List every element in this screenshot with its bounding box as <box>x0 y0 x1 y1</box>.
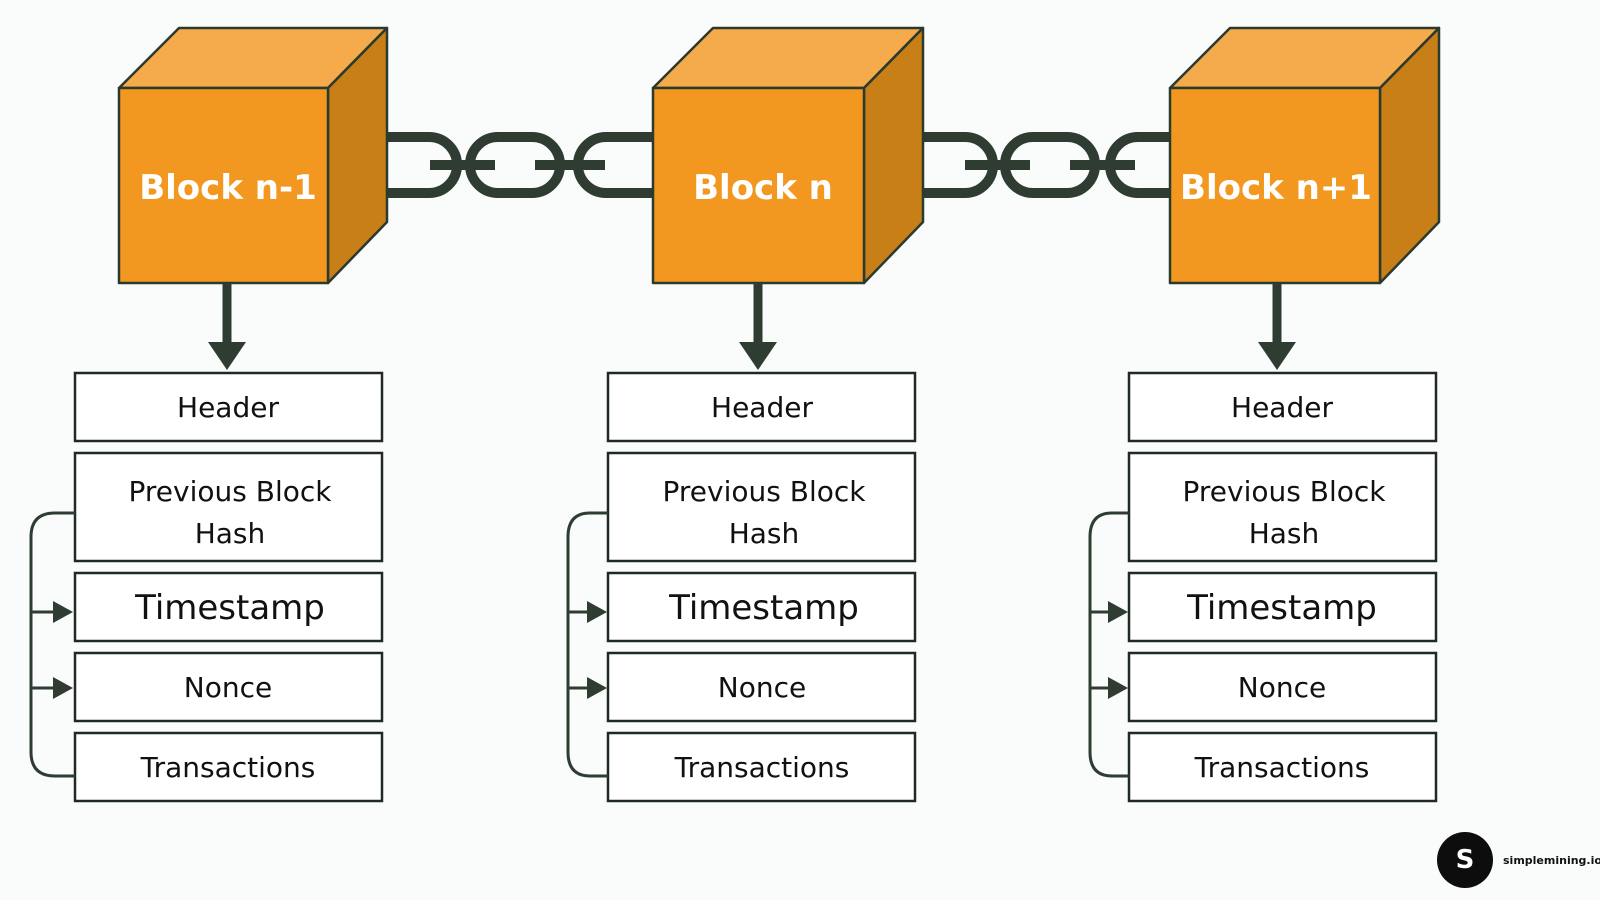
bracket-arrow <box>53 601 73 623</box>
bracket-arrow <box>1108 601 1128 623</box>
timestamp-label: Timestamp <box>134 588 325 628</box>
cube-front-face <box>651 86 866 285</box>
down-arrow <box>208 283 246 370</box>
transactions-label: Transactions <box>674 751 850 784</box>
timestamp-box <box>1127 571 1438 643</box>
previous-hash-box <box>606 451 917 563</box>
nonce-box <box>1127 651 1438 723</box>
cube-front-face <box>117 86 330 285</box>
transactions-box <box>606 731 917 803</box>
nonce-box <box>73 651 384 723</box>
header-box <box>73 371 384 443</box>
bracket-arrow <box>587 677 607 699</box>
timestamp-label: Timestamp <box>1186 588 1377 628</box>
bracket-arrow <box>587 601 607 623</box>
header-box <box>1127 371 1438 443</box>
block-label: Block n <box>693 168 833 208</box>
block-cube-n-plus-1 <box>1168 26 1441 285</box>
down-arrow <box>739 283 777 370</box>
logo-badge: S <box>1437 832 1493 888</box>
block-fields-n-minus-1 <box>73 371 384 803</box>
header-label: Header <box>711 391 813 424</box>
nonce-label: Nonce <box>184 671 272 704</box>
field-bracket <box>566 511 608 778</box>
timestamp-label: Timestamp <box>668 588 859 628</box>
previous-hash-label-line1: Previous Block <box>663 475 867 508</box>
header-box <box>606 371 917 443</box>
transactions-label: Transactions <box>1194 751 1370 784</box>
transactions-label: Transactions <box>140 751 316 784</box>
block-fields-n <box>606 371 917 803</box>
previous-hash-label-line2: Hash <box>729 517 800 550</box>
nonce-label: Nonce <box>1238 671 1326 704</box>
chain-links-right <box>893 132 1215 198</box>
previous-hash-label-line1: Previous Block <box>1183 475 1387 508</box>
header-label: Header <box>1231 391 1333 424</box>
block-fields-n-plus-1 <box>1127 371 1438 803</box>
logo-text: simplemining.io <box>1503 853 1600 867</box>
previous-hash-box <box>1127 451 1438 563</box>
header-label: Header <box>177 391 279 424</box>
nonce-box <box>606 651 917 723</box>
previous-hash-box <box>73 451 384 563</box>
block-label: Block n+1 <box>1180 168 1372 208</box>
field-bracket <box>29 511 75 778</box>
bracket-arrow <box>1108 677 1128 699</box>
block-label: Block n-1 <box>139 168 317 208</box>
block-cube-n-minus-1 <box>117 26 389 285</box>
nonce-label: Nonce <box>718 671 806 704</box>
timestamp-box <box>606 571 917 643</box>
timestamp-box <box>73 571 384 643</box>
cube-front-face <box>1168 86 1382 285</box>
transactions-box <box>73 731 384 803</box>
chain-links-left <box>357 132 683 198</box>
previous-hash-label-line1: Previous Block <box>129 475 333 508</box>
down-arrow <box>1258 283 1296 370</box>
previous-hash-label-line2: Hash <box>195 517 266 550</box>
previous-hash-label-line2: Hash <box>1249 517 1320 550</box>
simplemining-logo[interactable]: S simplemining.io <box>1437 832 1600 888</box>
field-bracket <box>1088 511 1129 778</box>
transactions-box <box>1127 731 1438 803</box>
block-cube-n <box>651 26 925 285</box>
bracket-arrow <box>53 677 73 699</box>
